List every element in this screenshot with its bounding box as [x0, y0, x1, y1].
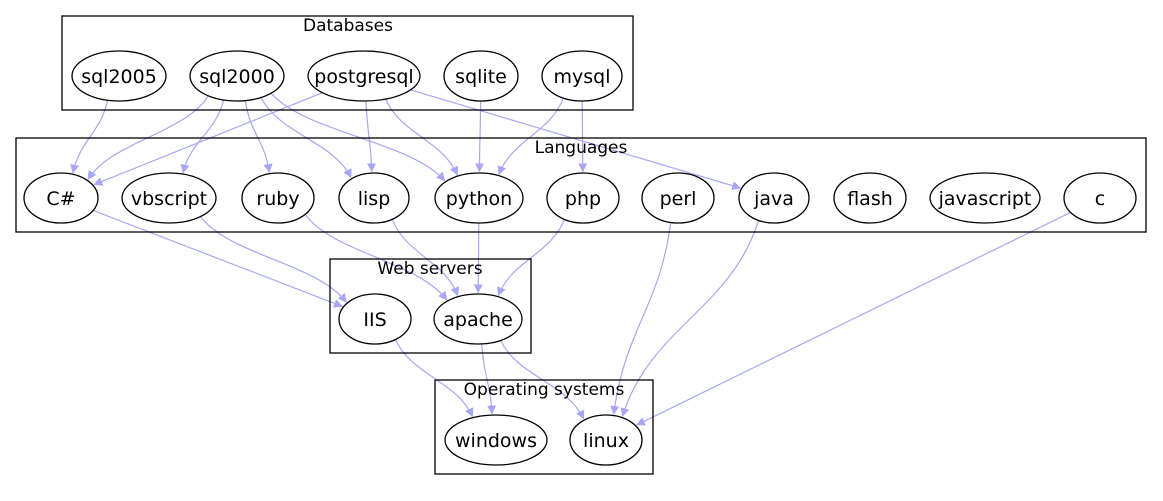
node-postgresql-shape [307, 50, 421, 102]
node-sql2000-label: sql2000 [199, 66, 275, 88]
cluster-operating-systems-box [434, 379, 654, 475]
node-lisp-shape [338, 172, 410, 224]
node-apache-shape [433, 293, 523, 345]
node-sqlite-shape [443, 50, 519, 102]
node-sql2000-shape [189, 50, 285, 102]
node-windows-shape [444, 414, 548, 466]
node-php-shape [546, 172, 620, 224]
node-postgresql: postgresql [307, 50, 421, 102]
node-sqlite: sqlite [443, 50, 519, 102]
edge-python-to-apache [473, 222, 483, 294]
node-windows-label: windows [455, 430, 537, 452]
node-sql2000: sql2000 [189, 50, 285, 102]
edge-postgresql-to-java [410, 89, 742, 191]
node-javascript-label: javascript [938, 188, 1032, 210]
node-sql2005-shape [71, 50, 167, 102]
node-php-label: php [565, 188, 601, 210]
edge-sql2005-to-csharp [70, 100, 109, 174]
edge-perl-to-linux [610, 222, 672, 415]
node-perl-label: perl [660, 188, 697, 210]
edge-postgresql-to-python [385, 98, 459, 176]
edge-sql2000-to-vbscript [180, 99, 225, 174]
node-iis-label: IIS [363, 309, 386, 331]
edge-apache-to-windows [481, 343, 497, 415]
node-apache-label: apache [443, 309, 513, 331]
node-linux-label: linux [583, 430, 629, 452]
node-lisp: lisp [338, 172, 410, 224]
node-sql2005-label: sql2005 [81, 66, 157, 88]
node-vbscript-label: vbscript [131, 188, 207, 210]
edge-vbscript-to-iis [200, 216, 347, 303]
edge-ruby-to-apache [304, 214, 448, 301]
node-linux: linux [569, 414, 643, 466]
cluster-databases: Databases [61, 15, 634, 111]
node-ruby: ruby [241, 172, 315, 224]
node-sql2005: sql2005 [71, 50, 167, 102]
node-c-shape [1063, 172, 1137, 224]
node-csharp-shape [23, 172, 99, 224]
node-sqlite-label: sqlite [455, 66, 507, 88]
edge-sql2000-to-ruby [244, 100, 273, 174]
edge-sql2000-to-python [270, 92, 446, 182]
node-csharp-label: C# [46, 188, 75, 210]
node-vbscript-shape [121, 172, 217, 224]
node-flash-shape [833, 172, 907, 224]
cluster-languages: Languages [15, 137, 1147, 233]
node-flash: flash [833, 172, 907, 224]
node-javascript: javascript [929, 172, 1041, 224]
node-java-label: java [753, 188, 794, 210]
node-mysql-label: mysql [554, 66, 611, 88]
node-perl-shape [641, 172, 715, 224]
edge-iis-to-windows [394, 339, 474, 418]
cluster-databases-box [61, 15, 634, 111]
node-javascript-shape [929, 172, 1041, 224]
node-iis-shape [338, 293, 412, 345]
edge-mysql-to-php [578, 100, 588, 173]
cluster-languages-box [15, 137, 1147, 233]
edge-sqlite-to-python [474, 100, 484, 173]
node-ruby-shape [241, 172, 315, 224]
node-java-shape [738, 172, 810, 224]
edge-php-to-apache [497, 219, 565, 297]
node-python-shape [434, 172, 524, 224]
node-csharp: C# [23, 172, 99, 224]
node-python: python [434, 172, 524, 224]
node-python-label: python [446, 188, 512, 210]
node-lisp-label: lisp [358, 188, 391, 210]
node-php: php [546, 172, 620, 224]
cluster-web-servers: Web servers [329, 258, 532, 354]
node-vbscript: vbscript [121, 172, 217, 224]
node-ruby-label: ruby [256, 188, 299, 210]
edge-csharp-to-iis [92, 209, 343, 308]
node-mysql: mysql [541, 50, 623, 102]
cluster-web-servers-label: Web servers [377, 259, 482, 279]
edge-postgresql-to-csharp [93, 92, 323, 186]
cluster-operating-systems: Operating systems [434, 379, 654, 475]
node-java: java [738, 172, 810, 224]
edge-postgresql-to-lisp [365, 100, 377, 173]
edge-mysql-to-python [497, 97, 564, 176]
node-flash-label: flash [847, 188, 893, 210]
node-postgresql-label: postgresql [314, 66, 413, 88]
node-linux-shape [569, 414, 643, 466]
node-c-label: c [1095, 188, 1105, 210]
edge-lisp-to-apache [391, 219, 460, 297]
node-windows: windows [444, 414, 548, 466]
node-apache: apache [433, 293, 523, 345]
edge-java-to-linux [620, 220, 760, 418]
cluster-languages-label: Languages [535, 138, 628, 158]
edge-c-to-linux [635, 211, 1071, 426]
node-perl: perl [641, 172, 715, 224]
node-iis: IIS [338, 293, 412, 345]
cluster-databases-label: Databases [303, 16, 393, 36]
node-mysql-shape [541, 50, 623, 102]
cluster-operating-systems-label: Operating systems [464, 380, 625, 400]
node-c: c [1063, 172, 1137, 224]
cluster-web-servers-box [329, 258, 532, 354]
